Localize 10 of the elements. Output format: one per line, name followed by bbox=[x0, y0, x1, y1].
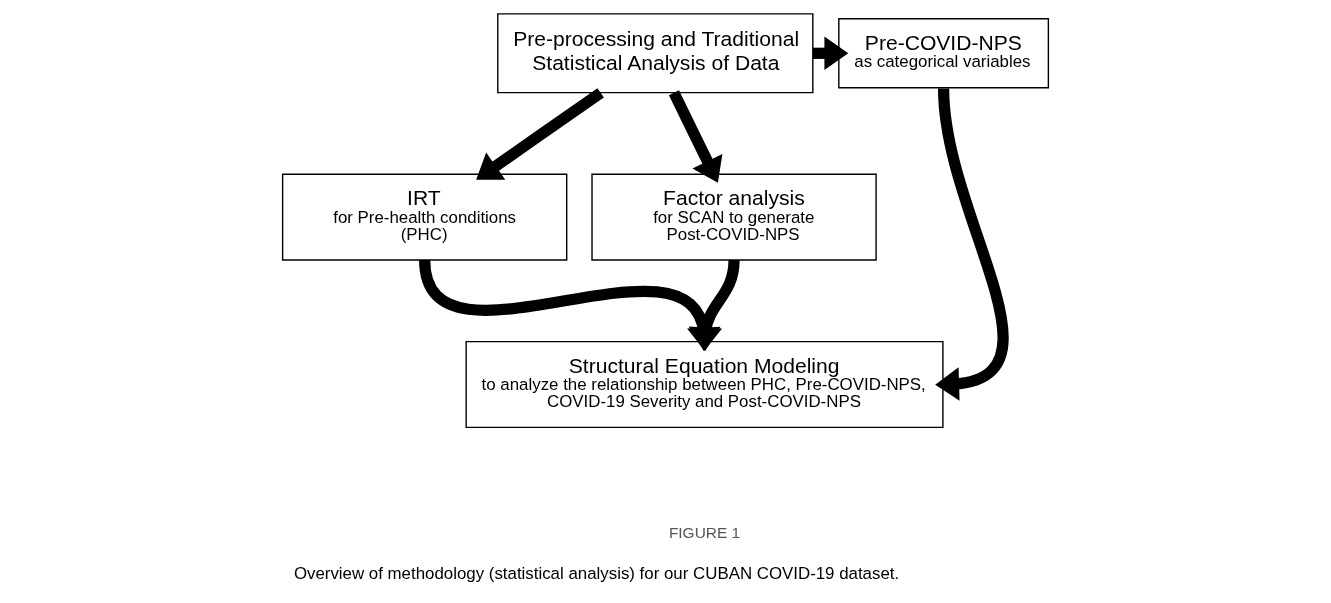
caption: Overview of methodology (statistical analysis) for our CUBAN COVID-19 dataset. bbox=[293, 563, 900, 583]
arrow bbox=[476, 88, 604, 180]
node-box: Structural Equation Modeling to analyze the relationship between PHC, Pre-COVID-NPS, COVID-19 Severity and Post-COVID-NPS bbox=[465, 340, 944, 429]
arrow bbox=[935, 88, 1009, 401]
node-box: Factor analysis for SCAN to generate Post-COVID-NPS bbox=[591, 173, 877, 261]
node-box: Pre-processing and Traditional Statistical Analysis of Data bbox=[497, 13, 814, 94]
node-box: Pre-COVID-NPS as categorical variables bbox=[838, 18, 1050, 89]
label: FIGURE 1 bbox=[668, 524, 741, 542]
node-box: IRT for Pre-health conditions (PHC) bbox=[281, 173, 568, 261]
arrow bbox=[668, 90, 723, 183]
